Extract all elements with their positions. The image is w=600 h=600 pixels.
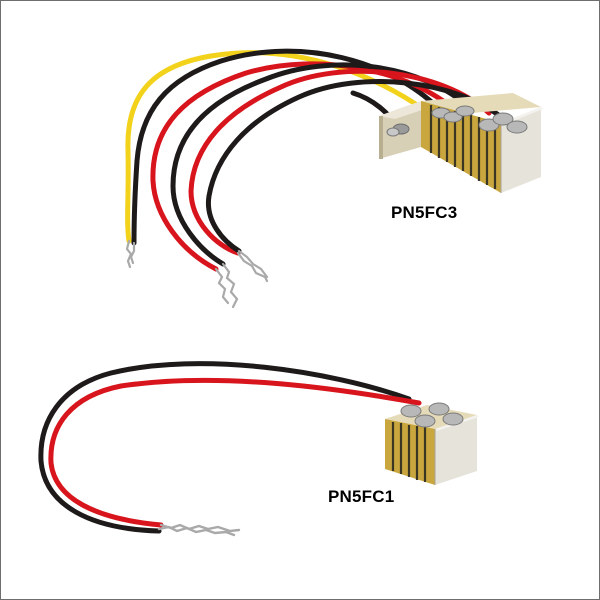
- red-wire-2: [188, 68, 492, 256]
- pn5fc1-wire-end: [157, 523, 241, 537]
- product-label-pn5fc3: PN5FC3: [391, 203, 458, 222]
- pn5fc3-wire-ends: [125, 239, 269, 309]
- pn5fc3-wires: [125, 48, 504, 272]
- pn5fc1-wires: [38, 361, 422, 534]
- pn5fc3-solder-tabs: [431, 105, 528, 134]
- black-wire-3: [205, 79, 504, 254]
- red-wire: [48, 377, 422, 528]
- pn5fc1-solder-tabs: [400, 402, 464, 428]
- pn5fc3-assembly: [125, 48, 543, 309]
- pn5fc3-left-endcap: [379, 101, 437, 159]
- black-wire: [38, 361, 412, 534]
- product-label-pn5fc1: PN5FC1: [328, 487, 395, 506]
- black-wire-2: [170, 62, 474, 267]
- pn5fc1-assembly: [38, 361, 479, 537]
